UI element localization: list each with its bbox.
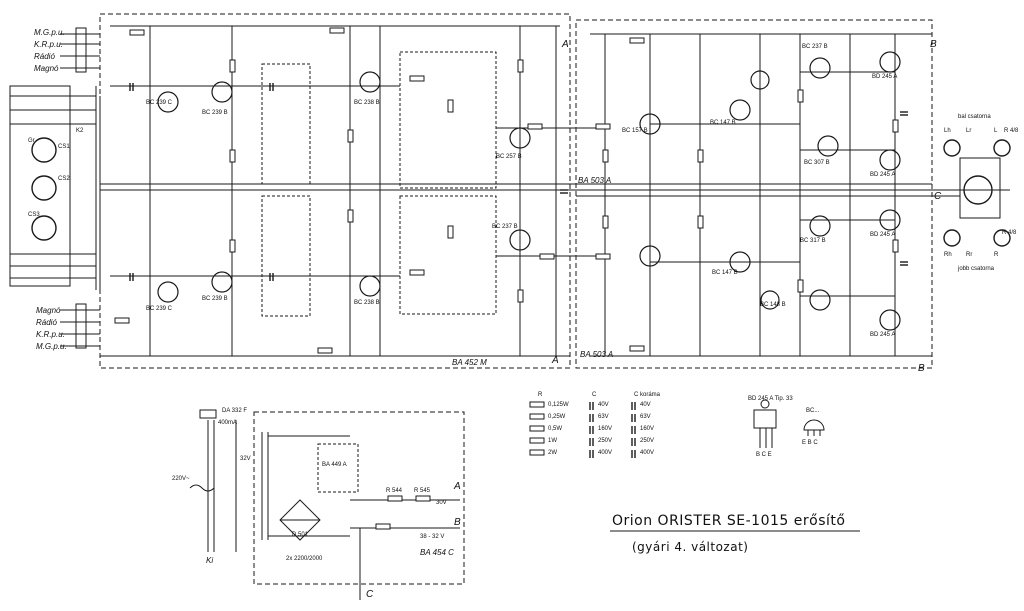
speaker-left-lr: Lr (966, 128, 972, 134)
socket-label-cs3: CS3 (28, 212, 40, 218)
transistor-label-t2b: BC 239 B (202, 296, 228, 302)
legend-elco-head: C koráma (634, 392, 661, 398)
bus-b-bottom: B (918, 363, 925, 374)
page-subtitle: (gyári 4. változat) (632, 540, 749, 554)
socket-label-cs2: CS2 (58, 176, 70, 182)
power-board-frame (575, 19, 933, 369)
legend-res-4: 2W (548, 450, 557, 456)
legend-elco-4: 400V (640, 450, 655, 456)
transistor-label-t13: BC 317 B (800, 238, 826, 244)
package-bc-pins: E B C (802, 440, 818, 446)
transistor-label-t14: BD 245 A (870, 232, 896, 238)
legend-res-0: 0,125W (548, 402, 569, 408)
transistor-label-t3: BC 238 B (354, 100, 380, 106)
transistor-label-t1b: BC 239 C (146, 306, 173, 312)
speaker-right-title: jobb csatorna (958, 266, 995, 272)
psu-secondary: 32V (240, 456, 251, 462)
psu-zener: D 501 (292, 532, 309, 538)
legend-res-1: 0,25W (548, 414, 566, 420)
legend-elco-1: 63V (640, 414, 651, 420)
psu-fuse: DA 332 F (222, 408, 248, 414)
psu-bus-c: C (366, 589, 374, 600)
speaker-right-rh: Rh (944, 252, 952, 258)
input-label-mgpu-top: M.G.p.u. (34, 28, 65, 37)
transistor-label-t1: BC 239 C (146, 100, 173, 106)
speaker-left-lh: Lh (944, 128, 951, 134)
psu-bus-a: A (454, 481, 461, 492)
bus-c: C (934, 191, 942, 202)
socket-cs2 (31, 175, 57, 201)
package-bc-label: BC... (806, 408, 820, 414)
bus-a-top: A (562, 39, 569, 50)
board-label-psu: BA 454 C (420, 548, 454, 557)
transistor-label-t3b: BC 238 B (354, 300, 380, 306)
input-label-magno-top: Magnó (34, 64, 59, 73)
board-label-power-bottom: BA 503 A (580, 350, 614, 359)
legend-cap-head: C (592, 392, 597, 398)
legend-cap-4: 400V (598, 450, 613, 456)
input-label-radio-bottom: Rádió (36, 318, 57, 327)
psu-fuse-rating: 400mA (218, 420, 238, 426)
board-label-power-top: BA 503 A (578, 176, 612, 185)
input-label-mgpu-bottom: M.G.p.u. (36, 342, 67, 351)
psu-r545: R 545 (414, 488, 431, 494)
speaker-left-l: L (994, 128, 998, 134)
psu-mains: 220V~ (172, 476, 190, 482)
socket-gr (31, 137, 57, 163)
psu-board-frame (253, 411, 465, 585)
page-title: Orion ORISTER SE-1015 erősítő (612, 513, 846, 529)
transistor-label-t7: BC 237 B (802, 44, 828, 50)
bus-b-top: B (930, 39, 937, 50)
transistor-label-t4b: BC 237 B (492, 224, 518, 230)
psu-v1: 30V (436, 500, 447, 506)
legend-elco-0: 40V (640, 402, 651, 408)
input-label-krpu-bottom: K.R.p.u. (36, 330, 65, 339)
speaker-right-rr: Rr (966, 252, 973, 258)
transistor-label-t8: BD 245 A (872, 74, 898, 80)
preamp-board-frame (99, 13, 571, 369)
transistor-label-t2: BC 239 B (202, 110, 228, 116)
input-label-radio-top: Rádió (34, 52, 55, 61)
package-bd-label: BD 245 A Tip. 33 (748, 396, 793, 402)
psu-switch: Ki (206, 556, 214, 565)
socket-label-k2: K2 (76, 128, 84, 134)
psu-v2: 38 - 32 V (420, 534, 445, 540)
transistor-label-t9: BD 245 A (870, 172, 896, 178)
transistor-label-t12: BC 148 B (760, 302, 786, 308)
psu-caps: 2x 2200/2000 (286, 556, 323, 562)
speaker-left-r48: R 4/8 (1004, 128, 1019, 134)
speaker-left-title: bal csatorna (958, 114, 991, 120)
transistor-label-t6: BC 147 B (710, 120, 736, 126)
legend-resistor-head: R (538, 392, 543, 398)
legend-res-3: 1W (548, 438, 557, 444)
speaker-right-r: R (994, 252, 999, 258)
transistor-label-t5: BC 157 B (622, 128, 648, 134)
board-label-preamp: BA 452 M (452, 358, 487, 367)
legend-cap-2: 160V (598, 426, 613, 432)
transistor-label-t15: BD 245 A (870, 332, 896, 338)
package-bd-pins: B C E (756, 452, 772, 458)
psu-r544: R 544 (386, 488, 403, 494)
socket-label-gr: Gr (28, 138, 35, 144)
speaker-right-r48: R 4/8 (1002, 230, 1017, 236)
transistor-label-t10: BC 307 B (804, 160, 830, 166)
legend-cap-3: 250V (598, 438, 613, 444)
legend-elco-3: 250V (640, 438, 655, 444)
input-label-krpu-top: K.R.p.u. (34, 40, 63, 49)
legend-cap-1: 63V (598, 414, 609, 420)
legend-elco-2: 160V (640, 426, 655, 432)
transistor-label-t4: BC 257 B (496, 154, 522, 160)
socket-cs3 (31, 215, 57, 241)
psu-bridge: BA 449 A (322, 462, 347, 468)
input-label-magno-bottom: Magnó (36, 306, 61, 315)
legend-cap-0: 40V (598, 402, 609, 408)
transistor-label-t11: BC 147 B (712, 270, 738, 276)
bus-a-bottom: A (552, 355, 559, 366)
socket-label-cs1: CS1 (58, 144, 70, 150)
speaker-socket (963, 175, 993, 205)
psu-bus-b: B (454, 517, 461, 528)
legend-res-2: 0,5W (548, 426, 563, 432)
